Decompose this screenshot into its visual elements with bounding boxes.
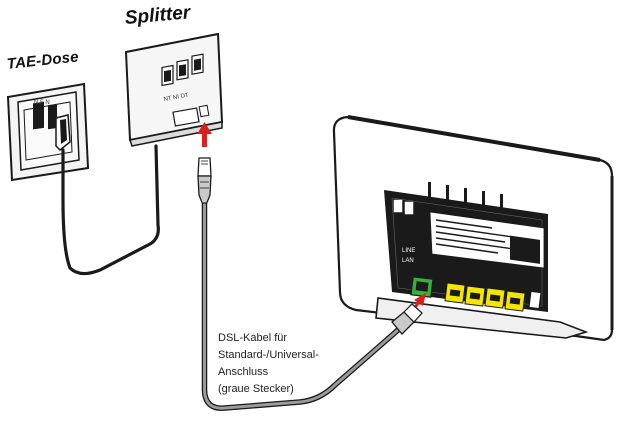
dsl-caption-line-2: Standard-/Universal- [218, 349, 319, 361]
arrow-up-icon [197, 122, 212, 147]
rj45-plug-router-icon [391, 303, 423, 335]
dsl-cable-caption: DSL-Kabel für Standard-/Universal- Ansch… [218, 330, 319, 398]
router-label-line: LINE [402, 248, 415, 254]
tae-cable [61, 144, 160, 276]
splitter-port-labels: NT NI DT [163, 93, 189, 103]
tae-socket: N F N [6, 82, 90, 182]
dsl-caption-line-1: DSL-Kabel für [218, 332, 288, 344]
tae-plug-icon [55, 114, 71, 152]
tae-port-labels: N F N [34, 100, 50, 106]
router: LINE LAN [332, 115, 614, 342]
dsl-caption-line-3: Anschluss [218, 366, 269, 378]
splitter-box: NT NI DT [124, 32, 224, 147]
rj45-plug-icon [197, 157, 212, 206]
router-label-lan: LAN [402, 258, 414, 264]
dsl-caption-line-4: (graue Stecker) [218, 383, 294, 395]
